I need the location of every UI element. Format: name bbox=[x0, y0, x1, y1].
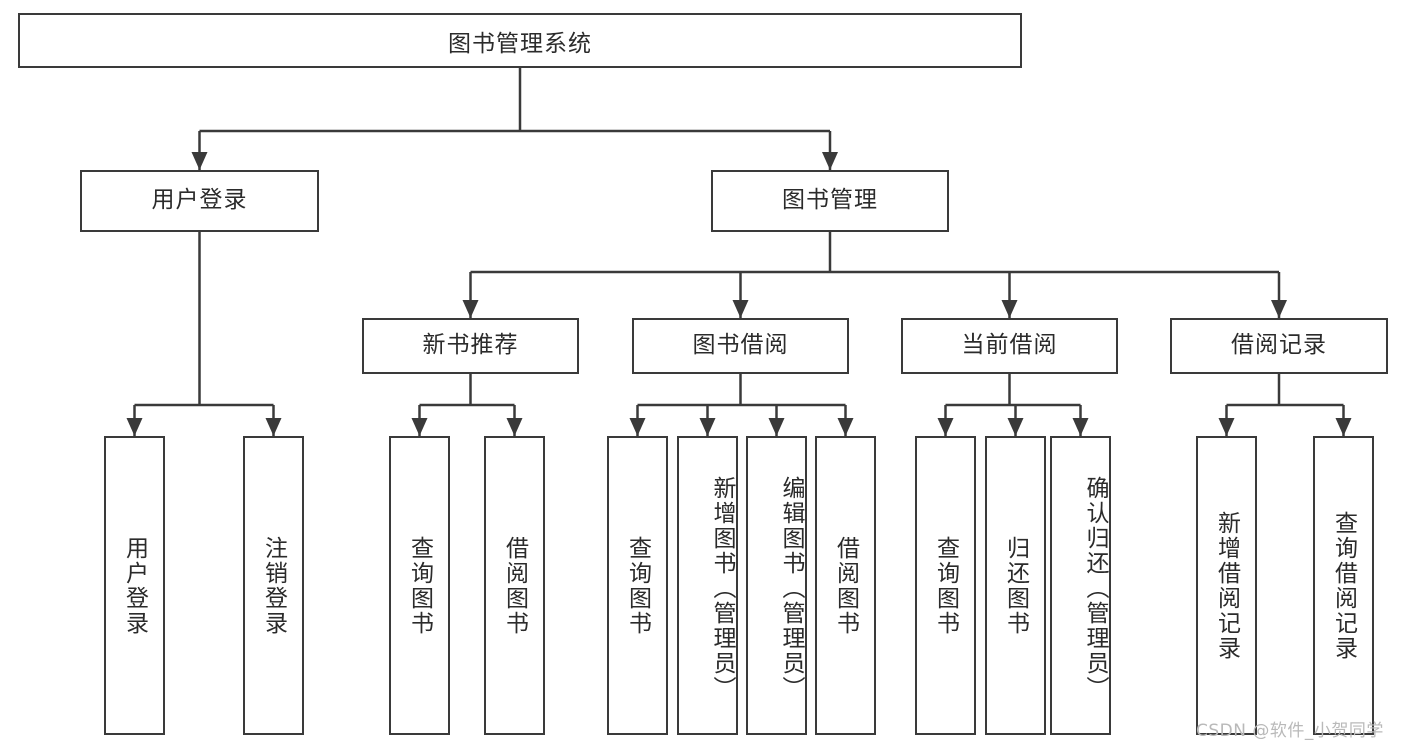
node-label: 确认归还（管理员） bbox=[1082, 476, 1108, 701]
edge-book-mgmt-arrowhead-3 bbox=[1271, 300, 1287, 318]
node-label: 查询图书 bbox=[932, 535, 959, 636]
edge-new-book-arrowhead-0 bbox=[411, 418, 428, 436]
node-label: 当前借阅 bbox=[961, 332, 1058, 359]
node-leaf-lf-11: 新增借阅记录 bbox=[1196, 436, 1257, 735]
edge-book-mgmt-arrowhead-2 bbox=[1001, 300, 1018, 318]
node-level3-l3-0: 新书推荐 bbox=[362, 318, 579, 374]
edge-current-arrowhead-2 bbox=[1072, 418, 1089, 436]
edge-record-arrowhead-1 bbox=[1335, 418, 1352, 436]
node-leaf-lf-1: 注销登录 bbox=[243, 436, 304, 735]
edge-new-book-arrowhead-1 bbox=[506, 418, 523, 436]
node-leaf-lf-10: 确认归还（管理员） bbox=[1050, 436, 1111, 735]
node-leaf-lf-3: 借阅图书 bbox=[484, 436, 545, 735]
node-label: 图书借阅 bbox=[692, 332, 789, 359]
edge-user-login-arrowhead-1 bbox=[265, 418, 282, 436]
node-level2-l2-1: 图书管理 bbox=[711, 170, 949, 232]
node-root-root: 图书管理系统 bbox=[18, 13, 1022, 68]
node-label: 查询图书 bbox=[624, 535, 651, 636]
edge-root-arrowhead-1 bbox=[822, 152, 838, 170]
edge-book-mgmt-arrowhead-0 bbox=[462, 300, 479, 318]
node-leaf-lf-9: 归还图书 bbox=[985, 436, 1046, 735]
edge-root-arrowhead-0 bbox=[191, 152, 208, 170]
node-leaf-lf-5: 新增图书（管理员） bbox=[677, 436, 738, 735]
node-level3-l3-2: 当前借阅 bbox=[901, 318, 1118, 374]
node-label: 注销登录 bbox=[260, 535, 287, 636]
node-label: 编辑图书（管理员） bbox=[778, 476, 804, 701]
node-label: 借阅记录 bbox=[1231, 332, 1327, 359]
node-label: 新增借阅记录 bbox=[1213, 510, 1240, 661]
edge-user-login-arrowhead-0 bbox=[126, 418, 143, 436]
node-level3-l3-1: 图书借阅 bbox=[632, 318, 849, 374]
node-leaf-lf-12: 查询借阅记录 bbox=[1313, 436, 1374, 735]
node-leaf-lf-6: 编辑图书（管理员） bbox=[746, 436, 807, 735]
node-leaf-lf-0: 用户登录 bbox=[104, 436, 165, 735]
node-label: 查询图书 bbox=[406, 535, 433, 636]
edge-borrow-arrowhead-3 bbox=[837, 418, 854, 436]
edge-current-arrowhead-1 bbox=[1007, 418, 1024, 436]
node-label: 查询借阅记录 bbox=[1330, 510, 1357, 661]
node-leaf-lf-4: 查询图书 bbox=[607, 436, 668, 735]
node-leaf-lf-8: 查询图书 bbox=[915, 436, 976, 735]
edge-borrow-arrowhead-0 bbox=[629, 418, 646, 436]
node-label: 新增图书（管理员） bbox=[709, 476, 735, 701]
node-label: 新书推荐 bbox=[422, 332, 519, 359]
node-label: 用户登录 bbox=[121, 535, 148, 636]
node-label: 归还图书 bbox=[1002, 535, 1029, 636]
node-label: 借阅图书 bbox=[832, 535, 859, 636]
node-leaf-lf-7: 借阅图书 bbox=[815, 436, 876, 735]
node-label: 借阅图书 bbox=[501, 535, 528, 636]
edge-borrow-arrowhead-1 bbox=[699, 418, 716, 436]
edge-borrow-arrowhead-2 bbox=[768, 418, 785, 436]
watermark-label: CSDN @软件_小贺同学 bbox=[1196, 721, 1384, 741]
node-level2-l2-0: 用户登录 bbox=[80, 170, 319, 232]
node-label: 用户登录 bbox=[151, 187, 248, 214]
edge-current-arrowhead-0 bbox=[937, 418, 954, 436]
edge-record-arrowhead-0 bbox=[1218, 418, 1235, 436]
node-label: 图书管理 bbox=[782, 187, 878, 214]
edge-book-mgmt-arrowhead-1 bbox=[732, 300, 749, 318]
node-leaf-lf-2: 查询图书 bbox=[389, 436, 450, 735]
node-label: 图书管理系统 bbox=[448, 30, 592, 57]
node-level3-l3-3: 借阅记录 bbox=[1170, 318, 1388, 374]
